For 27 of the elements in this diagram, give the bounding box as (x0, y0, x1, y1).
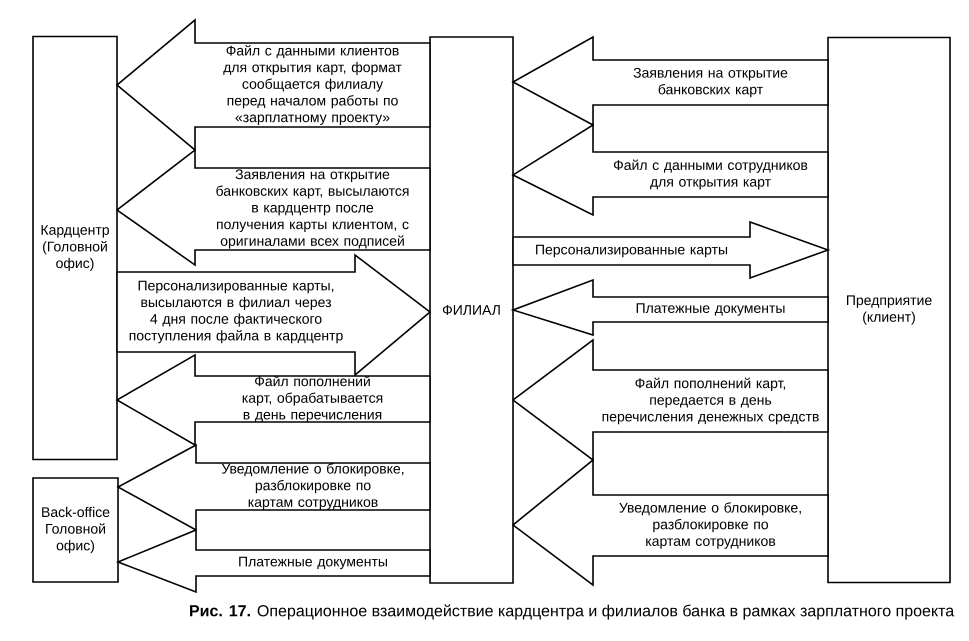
block-arrow (511, 124, 829, 216)
block-arrow (116, 253, 432, 377)
block-arrow (116, 444, 431, 532)
block-arrow (511, 36, 829, 126)
edge-label: Платежные документы (239, 556, 387, 570)
edge-label: Файл пополнений карт, обрабатывается в день перечисления (242, 376, 382, 422)
block-arrow (115, 354, 431, 446)
caption: Рис. 17. Операционное взаимодействие кардцентра и филиалов банка в рамках зарплатного проекта (190, 604, 954, 620)
edge-label: Уведомление о блокировке, разблокировке по картам сотрудников (222, 463, 404, 510)
block-arrow (512, 220, 830, 280)
edge-label: Персонализированные карты, высылаются в филиал через 4 дня после фактического поступления файла в кардцентр (130, 280, 343, 344)
block-arrow (512, 338, 829, 462)
edge-label: Заявления на открытие банковских карт (634, 68, 788, 98)
edge-label: Файл с данными сотрудников для открытия карт (614, 160, 808, 190)
edge-label: Заявления на открытие банковских карт, высылаются в кардцентр после получения карты клиентом, с оригиналами всех подписей (216, 169, 409, 249)
edge-label: Файл пополнений карт, передается в день перечисления денежных средств (602, 378, 819, 424)
block-arrow (510, 278, 829, 336)
block-arrow (116, 528, 431, 594)
block-arrow (116, 148, 431, 267)
block-arrow (116, 18, 431, 152)
entity-box: Back-office Головной офис) (32, 477, 119, 583)
entity-box: Кардцентр (Головной офис) (32, 36, 118, 460)
edge-label: Персонализированные карты (536, 244, 728, 258)
block-arrow (512, 458, 829, 587)
edge-label: Уведомление о блокировке, разблокировке по картам сотрудников (619, 502, 801, 549)
edge-label: Файл с данными клиентов для открытия карт, формат сообщается филиалу перед началом работы по «зарплатному проекту» (223, 45, 402, 125)
edge-label: Платежные документы (636, 303, 784, 316)
